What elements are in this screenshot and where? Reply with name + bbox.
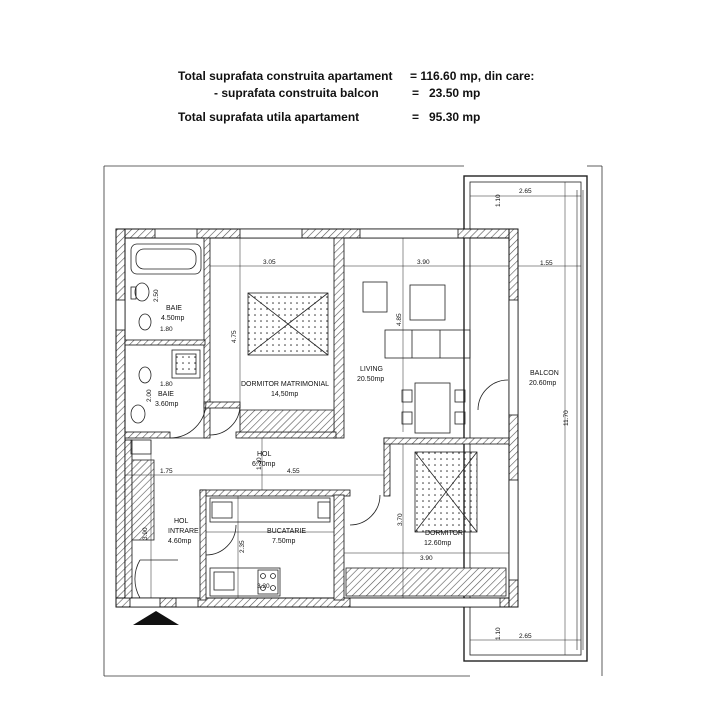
hol-name: HOL: [257, 451, 272, 458]
dim-baie2-h: 2.00: [146, 389, 153, 402]
bucatarie-area: 7.50mp: [272, 538, 295, 545]
kitchen-furniture: [209, 497, 331, 597]
dim-living-h: 4.85: [396, 313, 403, 326]
bucatarie-name: BUCATARIE: [267, 528, 306, 535]
baie1-area: 4.50mp: [161, 315, 184, 322]
bathroom-fixtures: [130, 243, 202, 455]
toilet-icon-2: [138, 366, 152, 384]
master-bed: [239, 292, 335, 433]
dim-balcon-top-h: 1.10: [495, 194, 502, 207]
dim-baie1-h: 2.50: [153, 289, 160, 302]
summary-line2-value: = 23.50 mp: [412, 86, 481, 100]
dormitor-matrimonial-area: 14,50mp: [271, 391, 298, 398]
dim-hol-w2: 4.55: [287, 468, 300, 475]
dim-dorm-w: 3.90: [420, 555, 433, 562]
dim-balcon-depth: 1.55: [540, 260, 553, 267]
baie1-name: BAIE: [166, 305, 182, 312]
dim-balcon-bot-h: 1.10: [495, 627, 502, 640]
doors: [134, 379, 509, 599]
hol-intrare-name1: HOL: [174, 518, 189, 525]
baie2-area: 3.60mp: [155, 401, 178, 408]
windows: [115, 228, 519, 608]
dormitor-matrimonial-name: DORMITOR MATRIMONIAL: [241, 381, 329, 388]
dim-balcon-bot-w: 2.65: [519, 633, 532, 640]
dormitor-name: DORMITOR: [425, 530, 463, 537]
living-area: 20.50mp: [357, 376, 384, 383]
stove-icon: [257, 569, 279, 595]
dim-hol-w1: 1.75: [160, 468, 173, 475]
summary-line2-label: - suprafata construita balcon: [214, 86, 379, 100]
shower-icon: [171, 349, 201, 379]
kitchen-sink-icon: [213, 571, 235, 591]
balcon-name: BALCON: [530, 370, 559, 377]
dim-living-w: 3.90: [417, 259, 430, 266]
hol-intrare-area: 4.60mp: [168, 538, 191, 545]
dim-dorm-h: 3.70: [397, 513, 404, 526]
dim-hol-h: 1.30: [256, 457, 263, 470]
balcony-outline: [463, 175, 588, 662]
baie2-name: BAIE: [158, 391, 174, 398]
exterior-walls: [115, 228, 519, 608]
hol-intrare-name2: INTRARE: [168, 528, 199, 535]
dim-buc-h: 2.35: [239, 540, 246, 553]
sink-icon-2: [130, 404, 146, 424]
dim-balcon-top-w: 2.65: [519, 188, 532, 195]
dim-holintr-h: 3.90: [142, 527, 149, 540]
entry-wardrobe: [131, 459, 155, 541]
bathtub-icon: [130, 243, 202, 275]
entrance-arrow-icon: [133, 611, 179, 625]
summary-line3-label: Total suprafata utila apartament: [178, 110, 360, 124]
sink-icon: [138, 313, 152, 331]
dim-dorm-mat-h: 4.75: [231, 330, 238, 343]
living-name: LIVING: [360, 366, 383, 373]
bedroom-bed: [345, 451, 507, 597]
summary-line3-value: = 95.30 mp: [412, 110, 481, 124]
dim-baie1-w: 1.80: [160, 326, 173, 333]
dim-buc-w: 3.20: [257, 583, 270, 590]
toilet-icon: [134, 282, 150, 302]
balcon-area: 20.60mp: [529, 380, 556, 387]
living-furniture: [362, 281, 471, 434]
dim-dorm-mat-w: 3.05: [263, 259, 276, 266]
hol-area: 6.70mp: [252, 461, 275, 468]
site-boundary: [103, 165, 603, 677]
interior-walls: [124, 237, 510, 601]
summary-line1-label: Total suprafata construita apartament: [178, 69, 393, 83]
dim-baie2-w: 1.80: [160, 381, 173, 388]
dimension-lines: [125, 182, 581, 655]
dim-balcon-len: 11.70: [563, 410, 570, 426]
dormitor-area: 12.60mp: [424, 540, 451, 547]
summary-line1-value: = 116.60 mp, din care:: [410, 69, 535, 83]
